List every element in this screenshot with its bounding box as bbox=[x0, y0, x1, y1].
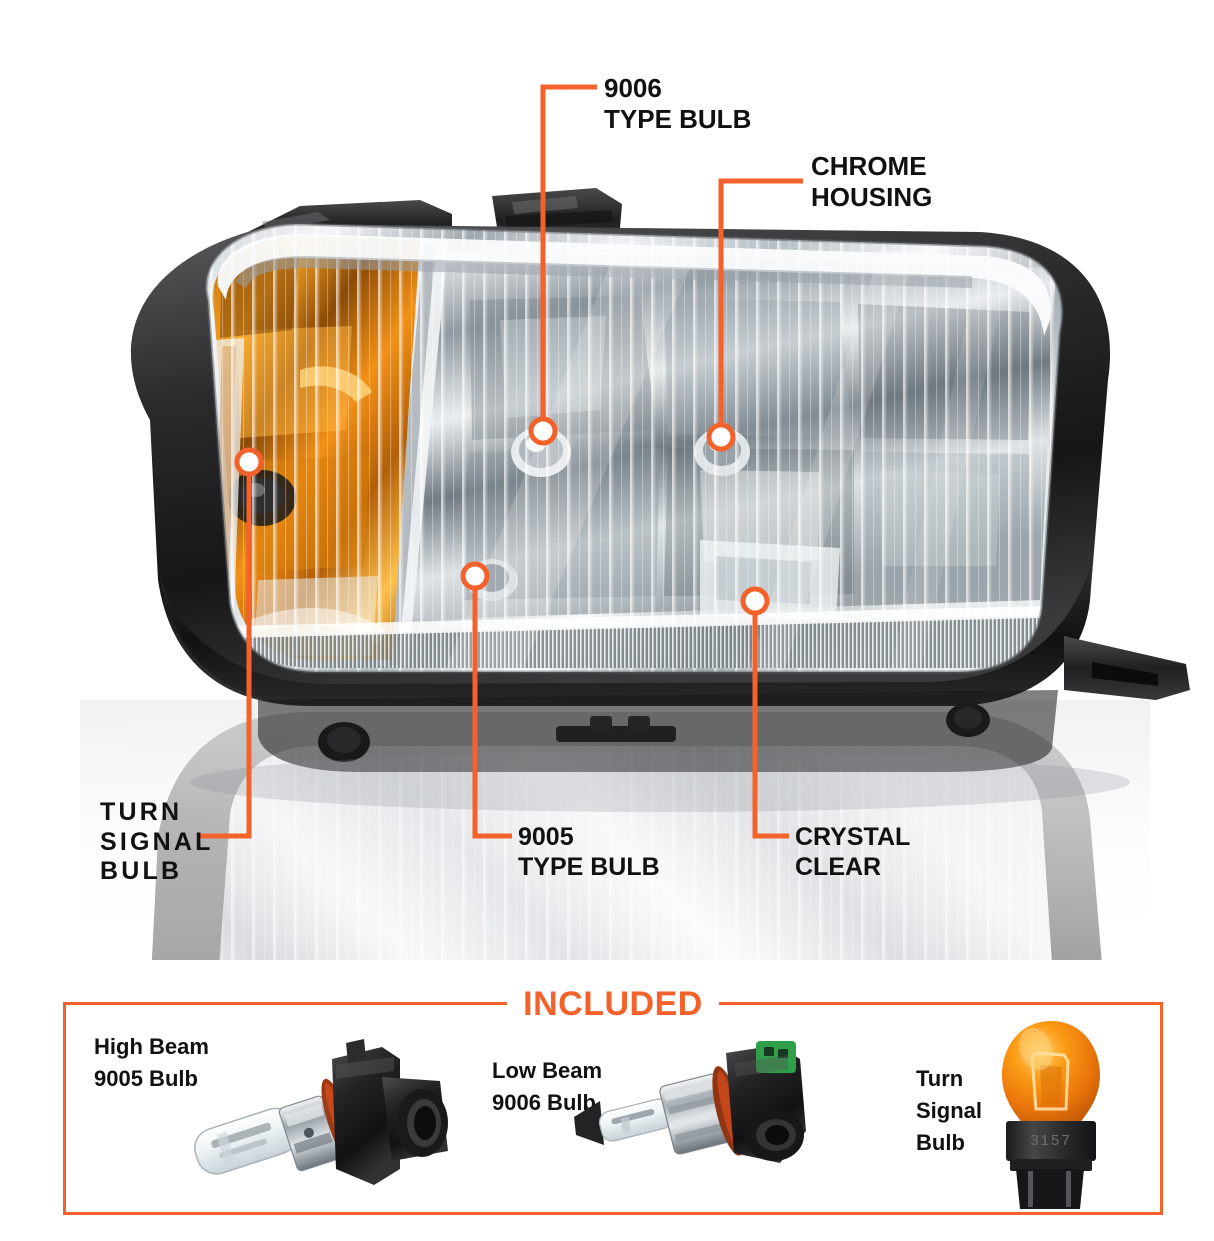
headlight-assembly-illustration bbox=[80, 84, 1190, 960]
lens-top-rail bbox=[217, 234, 1051, 336]
bulb-base-marking: 3157 bbox=[1030, 1132, 1071, 1149]
callout-label-chrome-housing: CHROME HOUSING bbox=[811, 151, 933, 212]
callout-dot-chrome-housing[interactable] bbox=[706, 422, 736, 452]
halogen-bulb-9005-illustration bbox=[194, 1039, 448, 1185]
leader-line-9005-type-bulb bbox=[472, 576, 512, 839]
callout-label-9005-type-bulb: 9005 TYPE BULB bbox=[518, 823, 660, 881]
lens-bottom-trim bbox=[238, 616, 1040, 668]
leader-line-9006-type-bulb bbox=[540, 84, 597, 431]
included-caption-turn-signal: Turn Signal Bulb bbox=[916, 1066, 983, 1155]
lens-glare bbox=[444, 240, 1010, 672]
mounting-ear-right bbox=[1064, 636, 1190, 700]
housing-underside bbox=[258, 690, 1058, 772]
bulb-connector-body bbox=[726, 1041, 806, 1163]
bulb-glass bbox=[194, 1107, 299, 1175]
leader-line-crystal-clear bbox=[752, 601, 789, 839]
callout-dot-turn-signal-bulb[interactable] bbox=[234, 447, 264, 477]
included-item-low-beam-9006: Low Beam 9006 Bulb bbox=[436, 1005, 826, 1212]
callout-label-turn-signal-bulb: TURN SIGNAL BULB bbox=[100, 798, 214, 885]
callout-dot-9006-type-bulb[interactable] bbox=[528, 416, 558, 446]
callout-dot-9005-type-bulb[interactable] bbox=[460, 561, 490, 591]
bulb-tip-cap bbox=[574, 1101, 604, 1145]
included-panel: INCLUDED High Beam 9005 Bulb bbox=[63, 984, 1166, 1215]
callout-leader-lines bbox=[198, 84, 803, 839]
product-photo-area: 9006 TYPE BULB CHROME HOUSING TURN SIGNA… bbox=[80, 73, 1190, 960]
leader-line-chrome-housing bbox=[718, 178, 803, 437]
bulb-capsule bbox=[598, 1098, 673, 1142]
leader-line-turn-signal-bulb bbox=[198, 462, 252, 839]
callout-label-9006-type-bulb: 9006 TYPE BULB bbox=[604, 73, 752, 134]
halogen-bulb-9006-illustration bbox=[574, 1041, 806, 1163]
callout-label-crystal-clear: CRYSTAL CLEAR bbox=[795, 823, 911, 881]
bulb-connector-body bbox=[332, 1039, 448, 1185]
bulb-wedge-terminals bbox=[1016, 1169, 1084, 1209]
included-item-high-beam-9005: High Beam 9005 Bulb bbox=[66, 1005, 466, 1212]
included-item-turn-signal: Turn Signal Bulb bbox=[806, 1005, 1166, 1212]
callout-dot-crystal-clear[interactable] bbox=[740, 586, 770, 616]
included-caption-high-beam: High Beam 9005 Bulb bbox=[94, 1034, 209, 1091]
callout-dots bbox=[234, 416, 770, 616]
included-caption-low-beam: Low Beam 9006 Bulb bbox=[492, 1058, 603, 1115]
bulb-filament bbox=[1030, 1051, 1070, 1111]
amber-bulb-3157-illustration: 3157 bbox=[1002, 1021, 1100, 1209]
lens-flutes bbox=[206, 224, 1063, 672]
bulb-base bbox=[1006, 1121, 1096, 1161]
